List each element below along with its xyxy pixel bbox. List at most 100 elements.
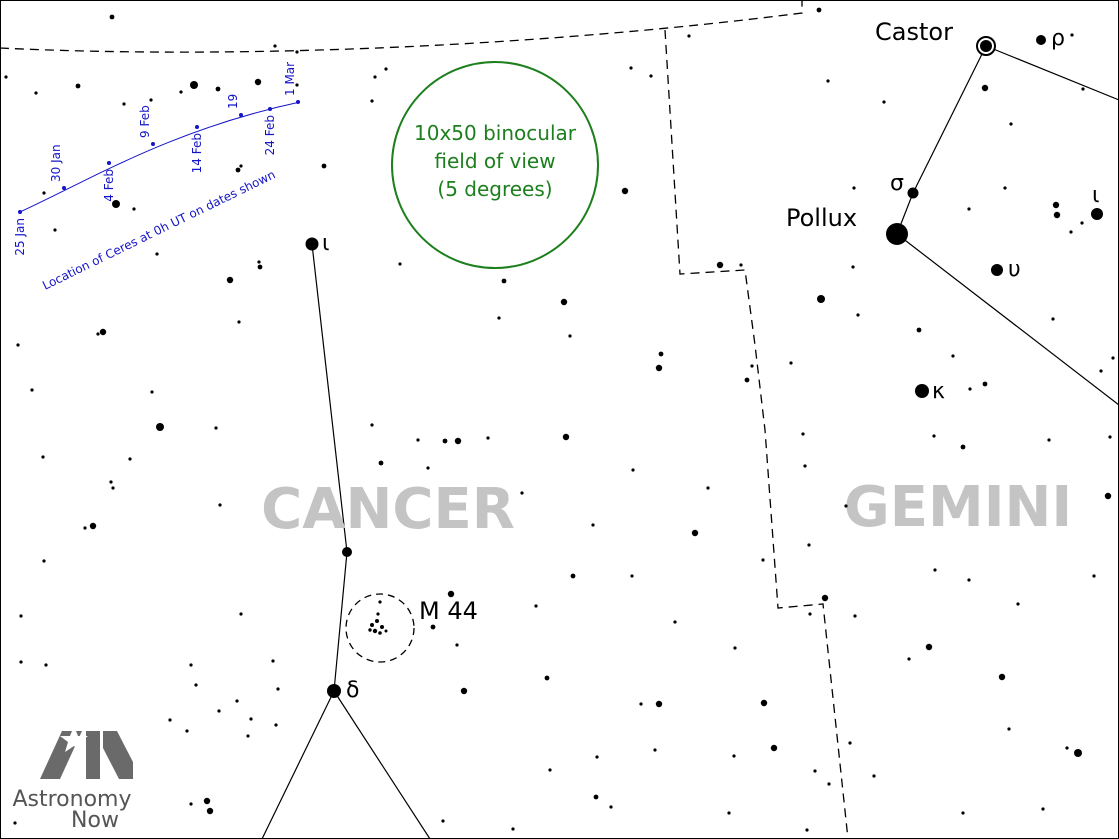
- m44-label: M 44: [419, 597, 478, 625]
- pollux-label: Pollux: [786, 204, 857, 232]
- field-star: [42, 559, 46, 563]
- rho-gem-star: [1036, 35, 1046, 45]
- field-star: [1047, 438, 1051, 442]
- field-star: [150, 390, 154, 394]
- pollux-star: [886, 223, 908, 245]
- field-star: [370, 423, 374, 427]
- field-star: [807, 543, 811, 547]
- field-star: [609, 805, 613, 809]
- field-star: [591, 523, 595, 527]
- field-star: [1007, 727, 1011, 731]
- ceres-date-label: 24 Feb: [263, 115, 277, 155]
- field-star: [237, 320, 241, 324]
- field-star: [111, 486, 115, 490]
- field-star: [631, 468, 635, 472]
- field-star: [803, 464, 807, 468]
- field-star: [206, 807, 214, 815]
- field-star: [1070, 33, 1074, 37]
- field-star: [19, 660, 23, 664]
- ceres-date-label: 19: [226, 94, 240, 109]
- field-star: [982, 381, 988, 387]
- field-star: [218, 503, 222, 507]
- field-star: [132, 207, 136, 211]
- logo-mark-bar: [86, 731, 100, 779]
- field-star: [716, 261, 724, 269]
- m44-cluster-stars: [368, 612, 388, 635]
- field-star: [933, 568, 937, 572]
- field-star: [1080, 221, 1084, 225]
- ceres-date-dot: [62, 186, 66, 190]
- field-star: [276, 687, 280, 691]
- field-star: [1009, 122, 1013, 126]
- field-star: [442, 438, 448, 444]
- field-star: [378, 460, 384, 466]
- field-star: [203, 797, 211, 805]
- field-star: [1051, 317, 1055, 321]
- field-star: [83, 526, 87, 530]
- field-star: [998, 673, 1006, 681]
- field-star: [848, 741, 852, 745]
- field-star: [826, 79, 830, 83]
- field-star: [156, 423, 164, 431]
- field-star: [544, 675, 550, 681]
- field-star: [96, 332, 100, 336]
- field-star: [621, 187, 629, 195]
- field-star: [967, 578, 971, 582]
- field-star: [155, 252, 159, 256]
- ceres-date-dot: [239, 113, 243, 117]
- field-star: [750, 364, 754, 368]
- field-star: [384, 67, 388, 71]
- field-star: [274, 723, 278, 727]
- field-star: [1052, 201, 1060, 209]
- ceres-date-label: 9 Feb: [138, 105, 152, 138]
- field-star: [851, 265, 855, 269]
- astronomy-now-logo: Astronomy Now: [12, 726, 133, 833]
- field-star: [511, 827, 515, 831]
- fov-line-2: field of view: [434, 149, 555, 173]
- field-star: [53, 228, 57, 232]
- field-star: [501, 278, 507, 284]
- field-star: [560, 298, 568, 306]
- field-star: [951, 354, 955, 358]
- field-star: [770, 744, 778, 752]
- field-star: [194, 683, 198, 687]
- field-star: [373, 75, 377, 79]
- field-star: [455, 643, 459, 647]
- field-star: [185, 729, 189, 733]
- field-star: [817, 295, 825, 303]
- field-star: [109, 480, 113, 484]
- field-star: [109, 14, 115, 20]
- field-star: [19, 614, 23, 618]
- ceres-date-label: 1 Mar: [283, 62, 297, 96]
- field-star: [655, 700, 663, 708]
- field-star: [932, 434, 936, 438]
- field-star: [732, 754, 736, 758]
- field-star: [398, 262, 402, 266]
- logo-mark-n: [103, 731, 133, 779]
- field-star: [649, 74, 653, 78]
- rho-label: ρ: [1051, 26, 1065, 51]
- field-star: [41, 455, 45, 459]
- field-star: [882, 100, 886, 104]
- ceres-date-dot: [296, 100, 300, 104]
- field-star: [271, 659, 275, 663]
- ceres-date-label: 14 Feb: [190, 133, 204, 173]
- field-star: [744, 377, 750, 383]
- field-star: [801, 432, 805, 436]
- ceres-date-dot: [18, 210, 22, 214]
- iota-gem-label: ι: [1092, 183, 1099, 208]
- castor-core: [980, 40, 992, 52]
- castor-label: Castor: [875, 18, 953, 46]
- logo-text-now: Now: [71, 808, 119, 833]
- field-star: [691, 529, 699, 537]
- field-star: [761, 558, 765, 562]
- field-star: [190, 81, 198, 89]
- field-star: [370, 99, 374, 103]
- field-star: [907, 657, 911, 661]
- field-star: [13, 821, 17, 825]
- field-star: [639, 702, 643, 706]
- field-star: [925, 643, 933, 651]
